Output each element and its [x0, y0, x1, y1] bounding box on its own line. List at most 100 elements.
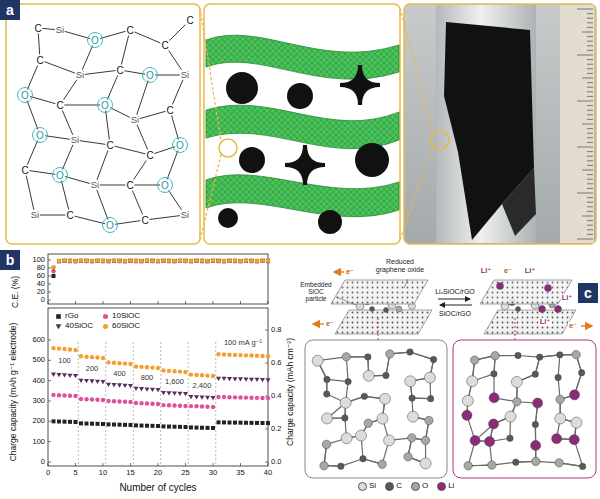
star-particle — [340, 65, 380, 105]
data-point — [260, 354, 264, 358]
legend-item: O — [411, 482, 428, 491]
ruler-tick — [587, 137, 593, 138]
atom-ball — [341, 433, 352, 444]
data-point — [172, 259, 177, 263]
atom-label: C — [33, 23, 42, 34]
atom-ball — [356, 430, 367, 441]
data-point — [238, 377, 243, 381]
data-point — [244, 353, 248, 357]
data-point — [162, 259, 166, 263]
data-point — [79, 259, 84, 263]
ion-label: Li⁺ — [480, 267, 493, 275]
data-point — [200, 258, 204, 262]
tick-label: 0.2 — [271, 425, 281, 433]
data-point — [233, 258, 237, 262]
legend-item: C — [385, 482, 402, 491]
legend-item: rGo — [54, 312, 93, 321]
atom-label: C — [55, 100, 64, 111]
atom-ball — [361, 393, 367, 399]
reaction-arrow — [440, 305, 472, 306]
atom-ball — [377, 413, 388, 424]
atom-ball — [462, 395, 473, 406]
atom-ball — [532, 371, 538, 377]
atom-label: O — [105, 220, 115, 231]
data-point — [249, 378, 254, 382]
callout-text: Embedded SiOC particle — [299, 281, 333, 302]
data-point — [57, 420, 61, 424]
atom-ball — [557, 352, 563, 358]
atom-ball — [408, 434, 416, 442]
data-point — [156, 424, 160, 428]
legend-swatch — [358, 482, 367, 491]
data-point — [189, 259, 193, 263]
data-point — [205, 259, 209, 263]
data-point — [205, 259, 209, 263]
data-point — [266, 396, 270, 400]
ruler-tick — [587, 41, 593, 42]
atom-ball — [556, 395, 564, 403]
legend-item: Si — [358, 482, 376, 491]
axis-tick — [48, 463, 49, 466]
data-point — [239, 259, 243, 263]
atom-ball — [555, 413, 566, 424]
electron-label: e⁻ — [325, 320, 335, 328]
rate-divider — [133, 342, 134, 466]
data-point — [123, 361, 127, 365]
electron-label: e⁻ — [503, 267, 513, 275]
ruler-tick — [587, 211, 593, 212]
ion-label: Li⁺ — [524, 267, 537, 275]
data-point — [73, 259, 78, 263]
atom-ball — [515, 352, 521, 358]
data-point — [117, 258, 121, 262]
data-point — [266, 258, 270, 262]
data-point — [167, 391, 172, 395]
legend-item: 60SiOC — [101, 322, 140, 331]
data-point — [90, 259, 94, 263]
data-point — [84, 259, 89, 263]
axis-tick — [48, 462, 51, 463]
data-point — [205, 373, 209, 377]
tick-label: 40 — [37, 280, 45, 288]
data-point — [56, 314, 61, 319]
oxygen-ring — [158, 178, 173, 193]
data-point — [172, 259, 176, 263]
data-point — [95, 259, 100, 263]
data-point — [249, 259, 254, 263]
bond — [80, 70, 120, 75]
atom-ball — [497, 283, 504, 290]
ruler-tick — [587, 114, 593, 115]
data-point — [255, 378, 260, 382]
atom-label: O — [20, 90, 30, 101]
data-point — [227, 258, 231, 262]
atom-ball — [569, 435, 579, 445]
axis-tick — [48, 260, 51, 261]
axis-tick — [265, 330, 268, 331]
legend-text: 40SiOC — [65, 322, 93, 331]
ruler-tick — [587, 64, 593, 65]
model-frame — [453, 340, 596, 478]
atom-label: C — [115, 65, 124, 76]
electron-arrow — [313, 323, 324, 324]
data-point — [56, 324, 62, 329]
data-point — [178, 425, 182, 429]
oxygen-ring — [33, 128, 48, 143]
data-point — [227, 259, 232, 263]
tick-label: 200 — [32, 417, 45, 425]
ruler-tick — [587, 142, 593, 143]
data-point — [123, 259, 127, 263]
atom-ball — [470, 356, 478, 364]
atom-ball — [532, 457, 540, 465]
data-point — [68, 394, 72, 398]
atom-label: Si — [180, 210, 190, 220]
atom-ball — [485, 437, 495, 447]
axis-tick — [48, 401, 51, 402]
atom-ball — [340, 397, 351, 408]
data-point — [62, 347, 66, 351]
atom-label: O — [175, 140, 185, 151]
data-point — [112, 399, 116, 403]
atom-label: O — [55, 170, 65, 181]
axis-tick — [48, 300, 51, 301]
data-point — [172, 403, 176, 407]
data-point — [156, 259, 160, 263]
data-point — [112, 259, 117, 263]
